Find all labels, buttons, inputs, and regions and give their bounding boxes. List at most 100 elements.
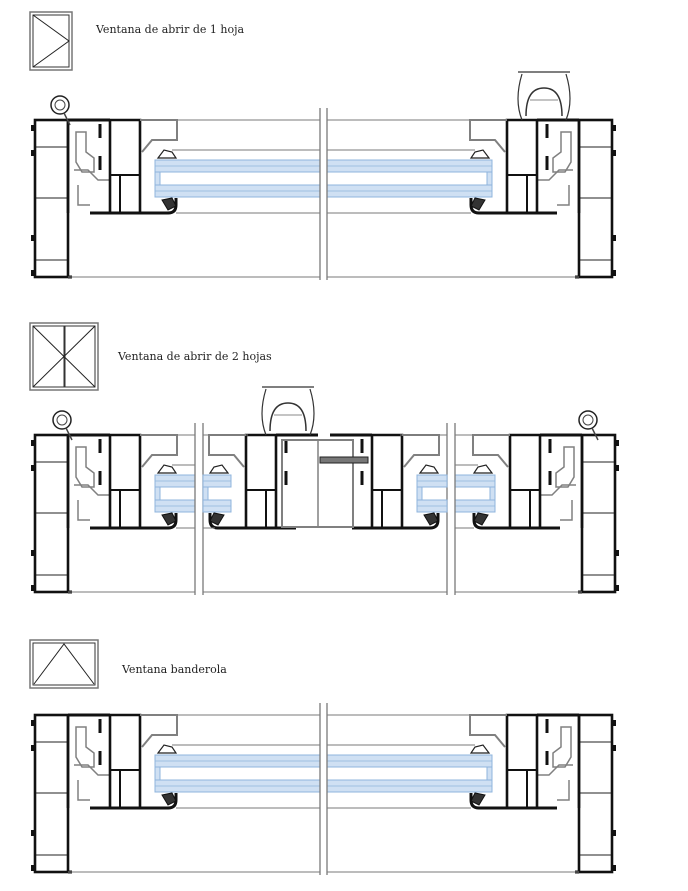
gasket-profile [529, 169, 573, 206]
bottom-glazing-gasket [473, 512, 489, 526]
seal-stem [591, 427, 599, 441]
glass-spacer [486, 766, 493, 781]
glazing-bead [140, 119, 178, 153]
thermal-break [555, 446, 575, 488]
center-meeting-stiles [202, 433, 448, 593]
sash-profile [208, 433, 318, 530]
outer-frame-profile [532, 433, 619, 594]
handle-side [261, 388, 315, 436]
top-glazing-gasket [469, 744, 491, 754]
outer-frame-profile [529, 713, 616, 874]
seal-ring-icon [52, 410, 72, 430]
handle-arc [269, 402, 307, 432]
frame-clip [31, 865, 36, 871]
thermal-break [552, 726, 572, 768]
bottom-glazing-gasket [209, 512, 225, 526]
glazing-bead [402, 434, 440, 468]
glass-spacer [202, 486, 209, 501]
frame-clip [611, 830, 616, 836]
top-glazing-gasket [156, 744, 178, 754]
thermal-break [75, 446, 95, 488]
section-double-casement [31, 386, 619, 595]
glass-spacer [416, 486, 423, 501]
frame-clip [611, 235, 616, 241]
frame-clip [614, 585, 619, 591]
reference-lines [68, 714, 320, 873]
frame-clip [611, 720, 616, 726]
section-hopper [31, 703, 616, 875]
frame-clip [614, 465, 619, 471]
left-half [31, 713, 321, 874]
section-single-casement [31, 71, 616, 280]
sash-profile [469, 713, 579, 810]
frame-clip [31, 745, 36, 751]
glass-spacer [489, 486, 496, 501]
frame-clip [31, 465, 36, 471]
insulated-glass-unit [416, 474, 448, 513]
frame-clip [611, 865, 616, 871]
sash-tube [505, 118, 539, 215]
top-glazing-gasket [156, 464, 178, 474]
sash-chamber [510, 489, 540, 528]
frame-clip [614, 550, 619, 556]
seal-ring-icon [50, 95, 70, 115]
sash-tube [508, 433, 542, 530]
frame-clip [611, 270, 616, 276]
sash-chamber [372, 489, 402, 528]
glass-spacer [486, 171, 493, 186]
insulated-glass-unit [202, 474, 232, 513]
sash-tube [244, 433, 278, 530]
gasket-profile [74, 484, 118, 521]
reference-lines [455, 434, 582, 593]
seal-ring-inner [582, 414, 594, 426]
seal-ring-icon [578, 410, 598, 430]
frame-clip [31, 720, 36, 726]
reference-lines [68, 119, 320, 278]
sash-chamber [507, 174, 537, 213]
frame-clip [611, 745, 616, 751]
glass-spacer [154, 486, 161, 501]
sash-chamber [110, 174, 140, 213]
frame-clip [31, 270, 36, 276]
mullion-profile [281, 439, 354, 528]
sash-tube [505, 713, 539, 810]
right-half [454, 433, 619, 594]
sash-profile [68, 433, 178, 530]
top-glazing-gasket [472, 464, 494, 474]
outer-frame-profile [31, 433, 118, 594]
bottom-glazing-gasket [423, 512, 439, 526]
bottom-glazing-gasket [470, 197, 486, 211]
insulated-glass-unit [326, 159, 493, 198]
center-right-sash [330, 433, 440, 530]
frame-head [66, 118, 110, 213]
sash-chamber [110, 489, 140, 528]
section-label-single-casement: Ventana de abrir de 1 hoja [96, 23, 245, 36]
thermal-break [552, 131, 572, 173]
screw-icon [319, 456, 369, 464]
frame-clip [611, 150, 616, 156]
seal-stem [65, 427, 73, 441]
frame-clip [614, 440, 619, 446]
glazing-bead [208, 434, 246, 468]
center-left-sash [208, 433, 318, 530]
bottom-glazing-gasket [161, 792, 177, 806]
gasket-profile [74, 764, 118, 801]
sash-tube [108, 118, 142, 215]
sash-profile [68, 713, 178, 810]
frame-clip [31, 440, 36, 446]
frame-head [66, 433, 110, 528]
seal-ring-inner [54, 99, 66, 111]
frame-head [540, 433, 584, 528]
sash-profile [330, 433, 440, 530]
insulated-glass-unit [154, 474, 196, 513]
frame-clip [611, 125, 616, 131]
insulated-glass-unit [154, 159, 321, 198]
insulated-glass-unit [154, 754, 321, 793]
right-half [326, 713, 616, 874]
left-half [31, 433, 196, 594]
frame-head [537, 713, 581, 808]
insulated-glass-unit [326, 754, 493, 793]
top-glazing-gasket [418, 464, 440, 474]
outer-frame-profile [529, 118, 616, 279]
glass-spacer [154, 171, 161, 186]
